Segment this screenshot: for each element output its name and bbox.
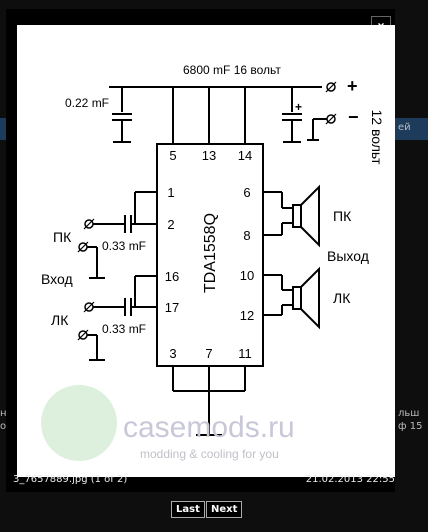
cap-plus-sign: + (295, 100, 302, 114)
pin-label: 10 (240, 268, 254, 283)
image-datetime: 21.02.2013 22:55 (305, 474, 395, 485)
pin-label: 16 (165, 269, 179, 284)
background-text-fragment: о (0, 421, 7, 432)
last-button[interactable]: Last (171, 501, 205, 518)
chip-name: TDA1558Q (202, 213, 219, 293)
input-cap-label: 0.33 mF (102, 239, 146, 253)
lightbox-frame: × (6, 9, 395, 492)
pin-label: 13 (202, 148, 216, 163)
pin-label: 14 (238, 148, 252, 163)
plus-terminal-sign: + (347, 76, 358, 96)
pin-label: 12 (240, 308, 254, 323)
background-text-fragment: ф 15 (398, 421, 423, 432)
background-text-fragment: ей (398, 122, 411, 133)
pin-label: 7 (205, 346, 212, 361)
right-lk-label: ЛК (333, 290, 351, 306)
pin-label: 5 (169, 148, 176, 163)
image-caption: 3_7657889.jpg (1 of 2) (13, 474, 128, 485)
pin-label: 1 (167, 185, 174, 200)
input-cap-label: 0.33 mF (102, 322, 146, 336)
background-text-fragment: льш (398, 408, 420, 419)
right-pk-label: ПК (333, 208, 352, 224)
pin-label: 6 (243, 185, 250, 200)
pin-label: 3 (169, 346, 176, 361)
watermark-brand: casemods.ru (123, 411, 295, 444)
minus-terminal-sign: − (348, 107, 359, 127)
pin-label: 17 (165, 300, 179, 315)
left-pk-label: ПК (53, 229, 72, 245)
supply-cap-label: 6800 mF 16 вольт (183, 63, 281, 77)
left-lk-label: ЛК (51, 312, 69, 328)
pin-label: 2 (167, 217, 174, 232)
watermark-slogan: modding & cooling for you (140, 447, 279, 461)
schematic-diagram: casemods.ru modding & cooling for you 68… (41, 63, 385, 461)
watermark-logo (41, 385, 117, 461)
next-button[interactable]: Next (206, 501, 243, 518)
pin-label: 8 (243, 228, 250, 243)
output-label: Выход (327, 248, 369, 264)
background-text-fragment: н (0, 408, 7, 419)
voltage-label: 12 вольт (369, 109, 385, 165)
pin-label: 11 (238, 346, 252, 361)
input-label: Вход (41, 271, 73, 287)
top-cap-label: 0.22 mF (65, 96, 109, 110)
schematic-image: casemods.ru modding & cooling for you 68… (17, 25, 395, 477)
